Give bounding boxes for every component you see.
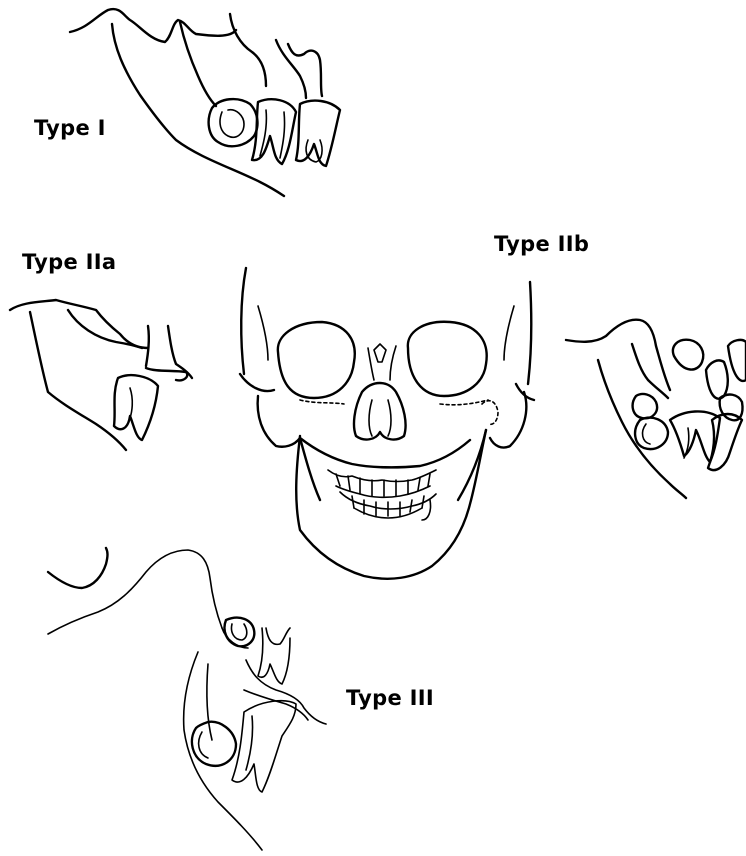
- label-type-2b: Type IIb: [494, 232, 589, 256]
- label-type-3: Type III: [346, 686, 434, 710]
- type-2b-mandible-drawing: [566, 320, 746, 498]
- type-1-mandible-drawing: [70, 9, 340, 196]
- skull-frontal-drawing: [240, 268, 534, 579]
- type-3-mandible-drawing: [48, 548, 326, 850]
- type-2a-mandible-drawing: [10, 300, 192, 450]
- label-type-1: Type I: [34, 116, 106, 140]
- label-type-2a: Type IIa: [22, 250, 116, 274]
